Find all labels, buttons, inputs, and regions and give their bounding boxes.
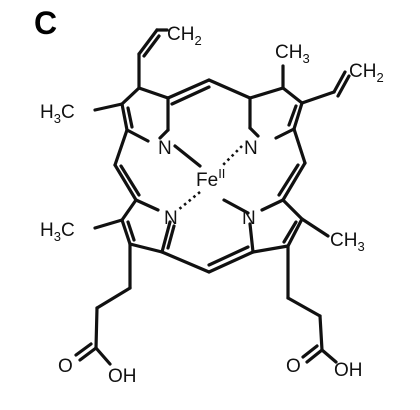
vinyl-group-top: [137, 28, 169, 90]
pyrrole-ring-top-left: [120, 86, 170, 143]
vinyl-group-right: [300, 70, 351, 105]
label-hydroxyl-right: OH: [334, 360, 363, 381]
label-hydroxyl-left: OH: [108, 366, 137, 387]
label-methyl-left-upper: H3C: [40, 102, 75, 126]
pyrrole-ring-bottom-right: [248, 198, 304, 254]
propionate-chain-left: [74, 242, 132, 366]
methyl-bond-left-lower: [93, 218, 124, 230]
methine-bridge-left: [113, 128, 141, 202]
pyrrole-ring-top-right: [248, 86, 304, 140]
label-methyl-right-lower: CH3: [330, 230, 365, 254]
label-methyl-top-right: CH3: [275, 42, 310, 66]
iron-coordination-bonds: [173, 144, 250, 215]
methine-bridge-bottom: [160, 245, 255, 274]
label-nitrogen-bottom-left: N: [164, 208, 178, 229]
label-nitrogen-top-right: N: [244, 138, 258, 159]
pyrrole-ring-bottom-left: [120, 198, 176, 254]
label-iron: FeII: [196, 166, 225, 191]
methine-bridge-right: [277, 127, 307, 202]
label-nitrogen-top-left: N: [158, 138, 172, 159]
propionate-chain-right: [286, 244, 338, 364]
label-methyl-left-lower: H3C: [40, 220, 75, 244]
label-nitrogen-bottom-right: N: [242, 208, 256, 229]
panel-label: C: [34, 5, 57, 41]
label-oxygen-right: O: [286, 356, 301, 377]
label-vinyl-top: CH2: [167, 24, 202, 48]
methine-bridge-top: [166, 78, 252, 106]
label-vinyl-right: CH2: [349, 61, 384, 85]
methyl-bond-left-upper: [93, 102, 124, 112]
methyl-bond-right-lower: [300, 217, 330, 238]
label-oxygen-left: O: [58, 356, 73, 377]
